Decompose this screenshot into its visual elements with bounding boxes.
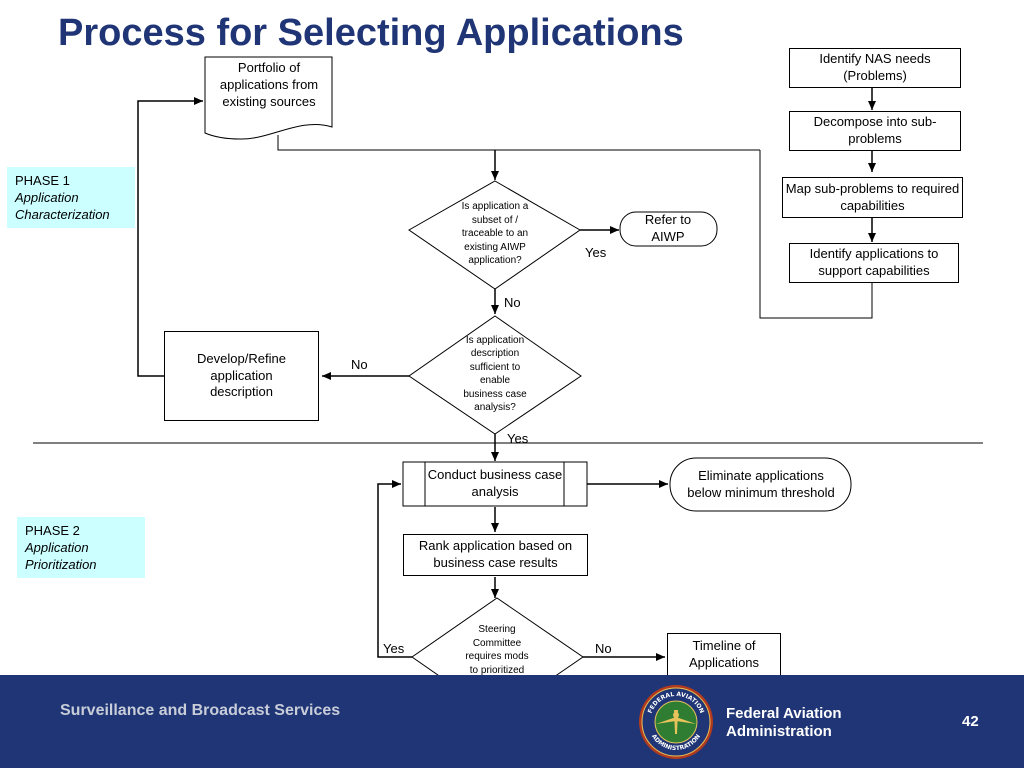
edge-label-yes-down: Yes (507, 431, 529, 446)
agency-name-line2: Administration (726, 723, 832, 740)
refer-aiwp-node: Refer to AIWP (644, 212, 692, 244)
decompose-node: Decompose into sub-problems (789, 111, 961, 151)
faa-seal-icon: FEDERAL AVIATION ADMINISTRATION (639, 685, 713, 759)
decision-subset-diamond (408, 180, 581, 290)
phase1-title: PHASE 1 (15, 173, 70, 188)
develop-refine-node: Develop/Refine application description (164, 331, 319, 421)
portfolio-document-shape (204, 56, 333, 140)
arrow-steering-yes-loop (377, 480, 412, 658)
eliminate-terminator (669, 457, 852, 512)
edge-label-no-steering: No (595, 641, 612, 656)
phase1-label-box: PHASE 1 Application Characterization (7, 167, 135, 228)
identify-nas-node: Identify NAS needs (Problems) (789, 48, 961, 88)
edge-label-yes-steering: Yes (383, 641, 405, 656)
edge-label-no-left: No (351, 357, 368, 372)
conduct-bca-node: Conduct business case analysis (427, 467, 563, 499)
page-number: 42 (962, 713, 979, 730)
phase2-title: PHASE 2 (25, 523, 80, 538)
conduct-bca-process-shape (402, 461, 588, 507)
identify-apps-node: Identify applications to support capabil… (789, 243, 959, 283)
page-title: Process for Selecting Applications (58, 12, 684, 54)
decision-sufficient-text: Is application description sufficient to… (463, 334, 527, 414)
footer-bar: Surveillance and Broadcast Services FEDE… (0, 675, 1024, 768)
connector-portfolio-to-main (277, 135, 760, 151)
agency-name-line1: Federal Aviation (726, 705, 842, 722)
eliminate-node: Eliminate applications below minimum thr… (687, 468, 835, 500)
connector-identify-to-main (759, 150, 873, 319)
phase2-subtitle: Application Prioritization (25, 540, 97, 573)
edge-label-no-down: No (504, 295, 521, 310)
phase2-label-box: PHASE 2 Application Prioritization (17, 517, 145, 578)
rank-node: Rank application based on business case … (403, 534, 588, 576)
decision-sufficient-diamond (408, 315, 582, 435)
phase1-subtitle: Application Characterization (15, 190, 110, 223)
portfolio-node: Portfolio of applications from existing … (219, 60, 319, 109)
timeline-node: Timeline of Applications (667, 633, 781, 676)
refer-aiwp-terminator (619, 211, 718, 247)
arrow-develop-to-portfolio (137, 97, 203, 377)
agency-name: Federal Aviation Administration (726, 705, 842, 741)
footer-program-name: Surveillance and Broadcast Services (60, 702, 341, 719)
decision-subset-text: Is application a subset of / traceable t… (461, 201, 529, 267)
edge-label-yes-refer: Yes (585, 245, 607, 260)
map-subproblems-node: Map sub-problems to required capabilitie… (782, 177, 963, 218)
